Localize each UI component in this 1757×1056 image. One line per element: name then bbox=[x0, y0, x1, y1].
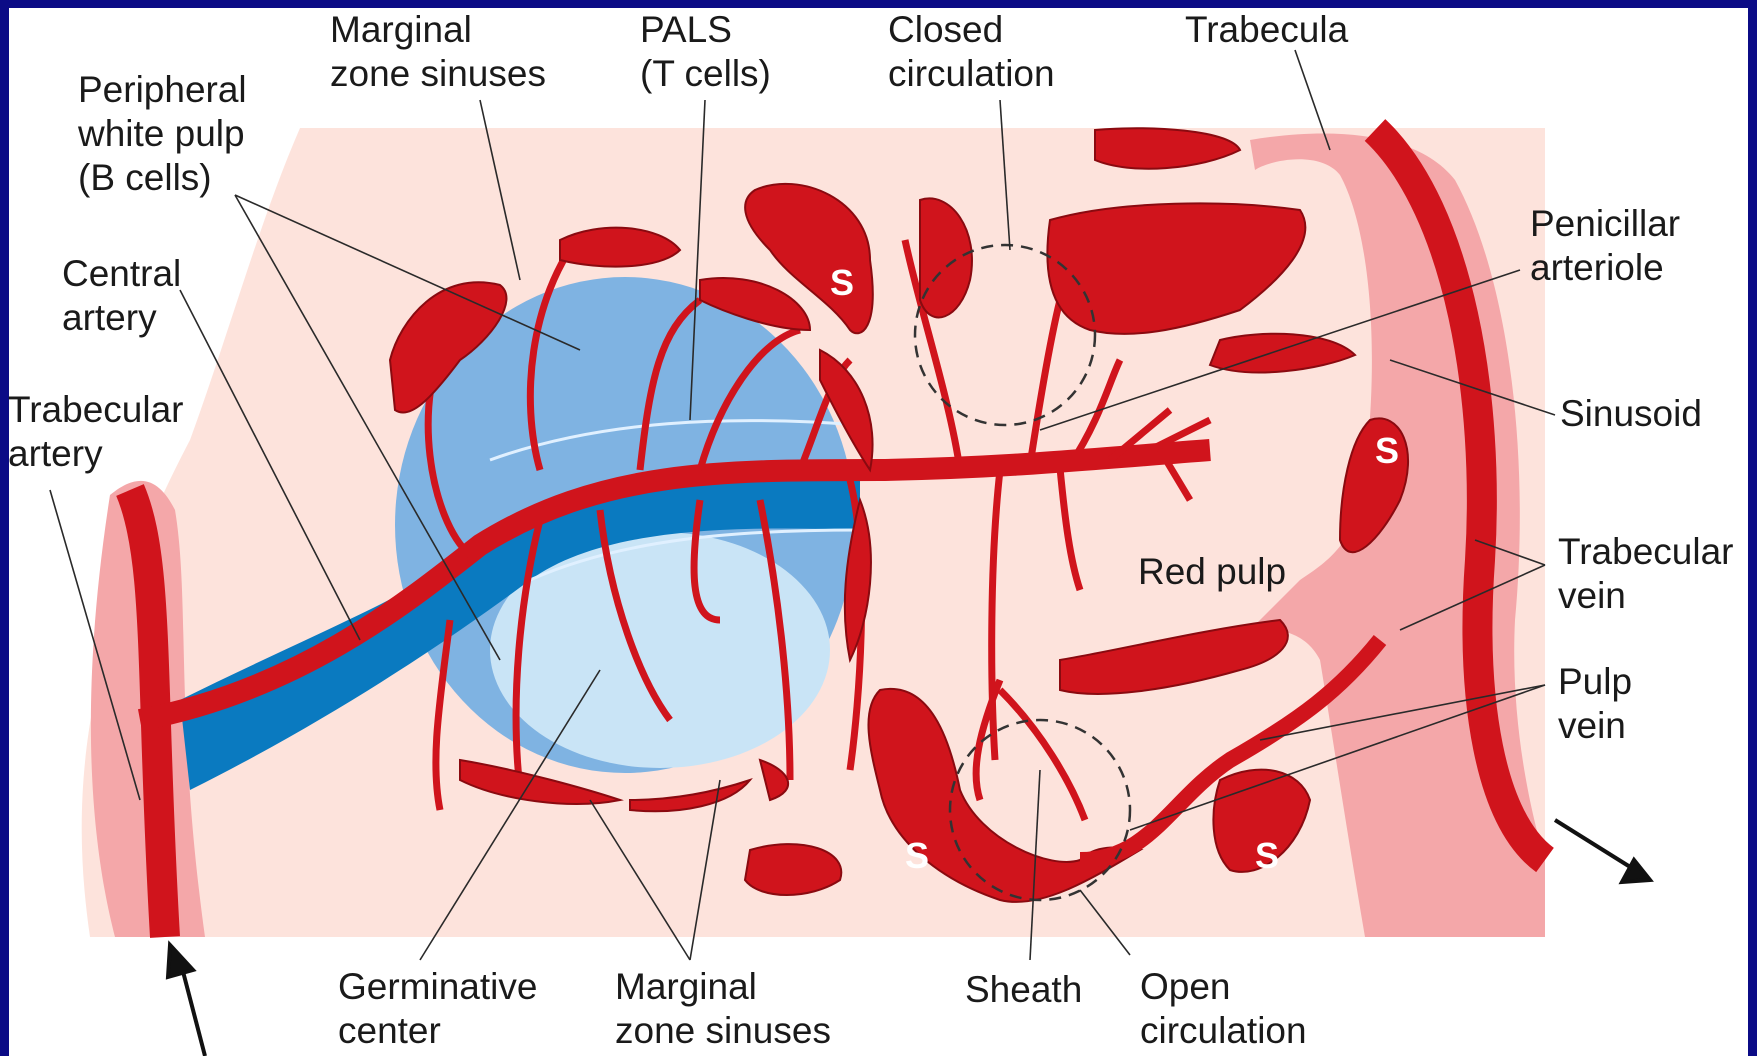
label-closed-circulation: Closed circulation bbox=[888, 8, 1055, 96]
label-red-pulp: Red pulp bbox=[1138, 550, 1286, 594]
sinus-marker-2: S bbox=[1375, 430, 1399, 472]
label-open-circulation: Open circulation bbox=[1140, 965, 1307, 1053]
label-sinusoid: Sinusoid bbox=[1560, 392, 1702, 436]
label-trabecula: Trabecula bbox=[1185, 8, 1348, 52]
sinus-8 bbox=[745, 844, 841, 895]
label-central-artery: Central artery bbox=[62, 252, 181, 340]
sinus-marker-1: S bbox=[830, 262, 854, 304]
label-trabecular-artery: Trabecular artery bbox=[8, 388, 183, 476]
label-peripheral-white-pulp: Peripheral white pulp (B cells) bbox=[78, 68, 247, 200]
label-germinative-center: Germinative center bbox=[338, 965, 537, 1053]
label-marginal-zone-sinuses-top: Marginal zone sinuses bbox=[330, 8, 546, 96]
sinus-marker-3: S bbox=[905, 835, 929, 877]
label-penicillar-arteriole: Penicillar arteriole bbox=[1530, 202, 1680, 290]
label-pals: PALS (T cells) bbox=[640, 8, 771, 96]
label-marginal-zone-sinuses-bottom: Marginal zone sinuses bbox=[615, 965, 831, 1053]
label-pulp-vein: Pulp vein bbox=[1558, 660, 1632, 748]
label-sheath: Sheath bbox=[965, 968, 1082, 1012]
label-trabecular-vein: Trabecular vein bbox=[1558, 530, 1733, 618]
sinus-marker-4: S bbox=[1255, 835, 1279, 877]
